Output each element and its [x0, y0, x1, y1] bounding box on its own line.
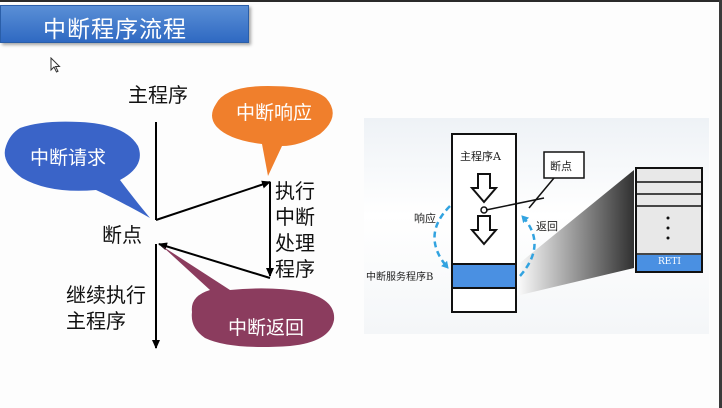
- reti-label: RETI: [658, 257, 681, 267]
- interrupt-response-bubble: [212, 86, 333, 176]
- mouse-pointer-icon: [50, 57, 61, 73]
- interrupt-request-bubble: [4, 121, 150, 218]
- zoom-projection: [516, 170, 634, 296]
- slide-title: 中断程序流程: [43, 17, 187, 43]
- window-right-border: [719, 0, 722, 408]
- slide-title-banner: 中断程序流程: [0, 5, 249, 43]
- interrupt-response-label: 中断响应: [236, 102, 313, 124]
- isr-block: [453, 265, 515, 287]
- right-diagram-svg: [433, 133, 703, 313]
- response-label: 响应: [414, 212, 436, 225]
- return-arc: [519, 215, 536, 277]
- return-label: 返回: [536, 220, 558, 233]
- main-program-a-label: 主程序A: [460, 150, 501, 163]
- interrupt-return-label: 中断返回: [228, 317, 305, 339]
- interrupt-return-bubble: [162, 246, 335, 347]
- response-arc: [433, 205, 451, 269]
- right-flow-image: 主程序A 断点 响应 返回 中断服务程序B RETI: [364, 118, 709, 334]
- execute-handler-label: 执行 中断 处理 程序: [275, 179, 315, 281]
- down-arrow-2: [469, 215, 499, 246]
- window-top-border: [0, 0, 722, 2]
- main-program-label: 主程序: [128, 83, 188, 107]
- breakpoint-label: 断点: [102, 223, 142, 247]
- return-arrow: [158, 242, 271, 279]
- breakpoint-box: [543, 151, 585, 179]
- down-arrow-1: [469, 173, 499, 204]
- isr-b-label: 中断服务程序B: [366, 272, 434, 283]
- branch-to-handler-arrow: [155, 180, 271, 221]
- right-breakpoint-label: 断点: [550, 160, 572, 173]
- continue-main-label: 继续执行 主程序: [66, 283, 146, 333]
- interrupt-request-label: 中断请求: [30, 147, 107, 169]
